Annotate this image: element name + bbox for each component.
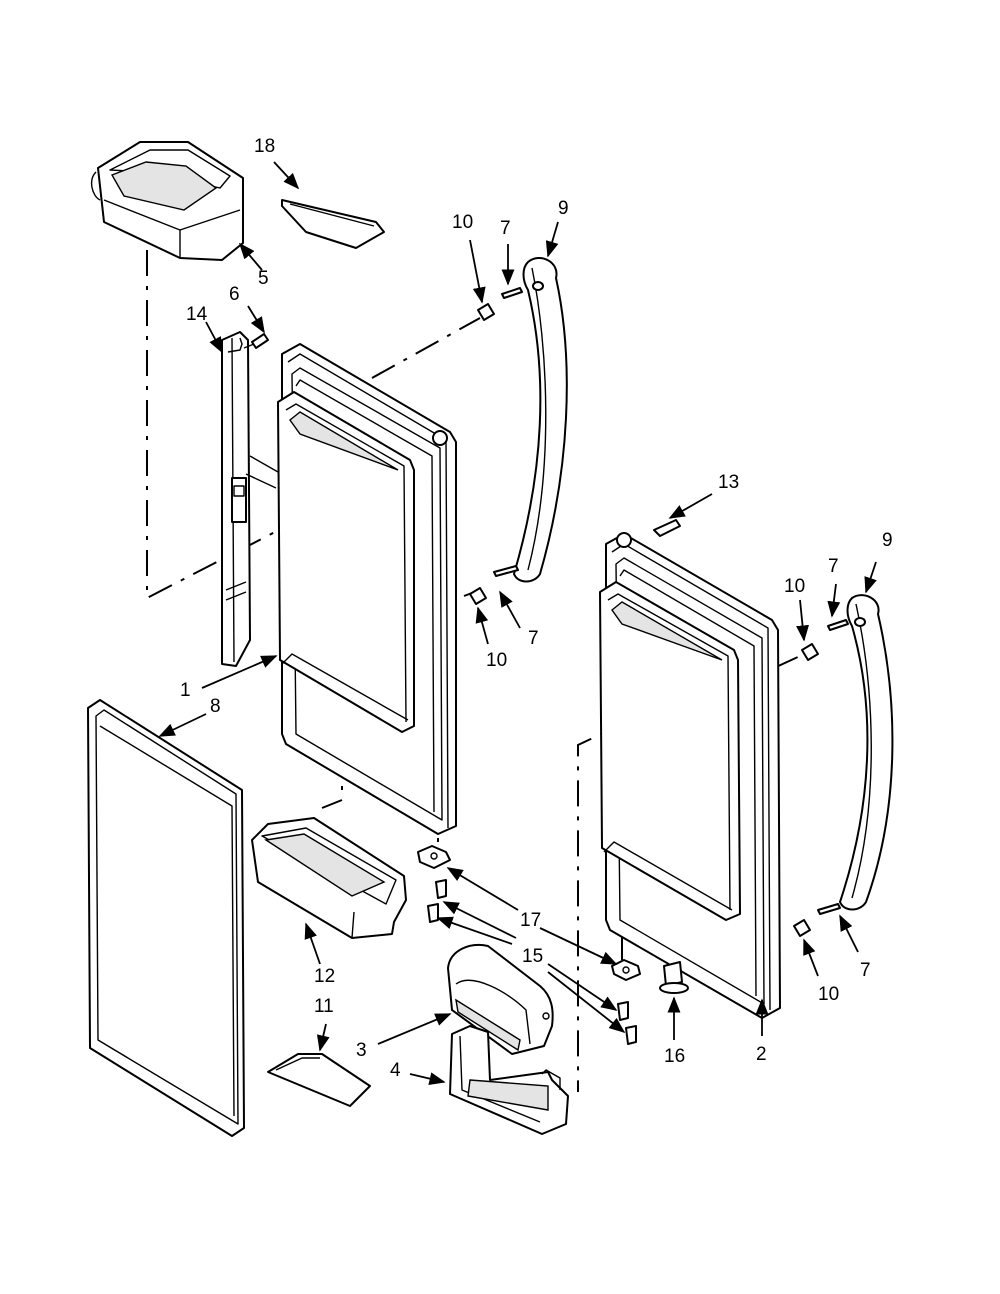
callout-10-right-upper: 10: [784, 576, 805, 597]
callout-7-left-lower: 7: [528, 628, 539, 649]
screw-6: [243, 333, 269, 349]
callout-9-lower: 9: [882, 530, 893, 551]
left-refrigerator-door: [277, 343, 457, 835]
callout-14: 14: [186, 304, 208, 325]
door-gasket: [87, 699, 245, 1137]
callout-18: 18: [254, 136, 275, 157]
callout-12: 12: [314, 966, 335, 987]
bin-cover-small: [281, 199, 385, 249]
callout-6: 6: [229, 284, 240, 305]
door-bin-upper: [90, 141, 244, 261]
callout-9-upper: 9: [558, 198, 569, 219]
callout-13: 13: [718, 472, 739, 493]
callout-7-right-lower: 7: [860, 960, 871, 981]
callout-2: 2: [756, 1044, 767, 1065]
center-mullion-strip: [221, 331, 279, 667]
callout-10-upper: 10: [452, 212, 473, 233]
callout-4: 4: [390, 1060, 401, 1081]
callout-16: 16: [664, 1046, 685, 1067]
leader-arrows: [158, 161, 877, 1085]
callout-10-right-lower: 10: [818, 984, 839, 1005]
callout-10-left-lower: 10: [486, 650, 507, 671]
callout-labels: 18 5 6 14 10 7 9 13 9 10 7 7 10 1 8 12 1…: [180, 136, 893, 1081]
callout-8: 8: [210, 696, 221, 717]
handle-fasteners-lower: [793, 619, 849, 937]
dispenser-tray: [449, 1025, 569, 1135]
door-handle-lower: [839, 594, 894, 911]
callout-15: 15: [522, 946, 543, 967]
callout-7-upper: 7: [500, 218, 511, 239]
callout-3: 3: [356, 1040, 367, 1061]
hinge-bracket-17: [417, 845, 641, 981]
callout-7-right-upper: 7: [828, 556, 839, 577]
bin-cover-lower: [267, 1053, 371, 1107]
hinge-cap-16: [659, 961, 689, 994]
door-bin-lower: [251, 817, 407, 939]
handle-fasteners-upper: [469, 287, 523, 605]
hinge-screws-15: [427, 879, 637, 1045]
callout-1: 1: [180, 680, 191, 701]
right-refrigerator-door: [599, 532, 781, 1019]
dispenser-cover: [447, 944, 554, 1055]
callout-5: 5: [258, 268, 269, 289]
door-clip-13: [653, 519, 681, 537]
callout-11: 11: [314, 996, 334, 1017]
door-handle-upper: [513, 257, 568, 583]
callout-17: 17: [520, 910, 541, 931]
